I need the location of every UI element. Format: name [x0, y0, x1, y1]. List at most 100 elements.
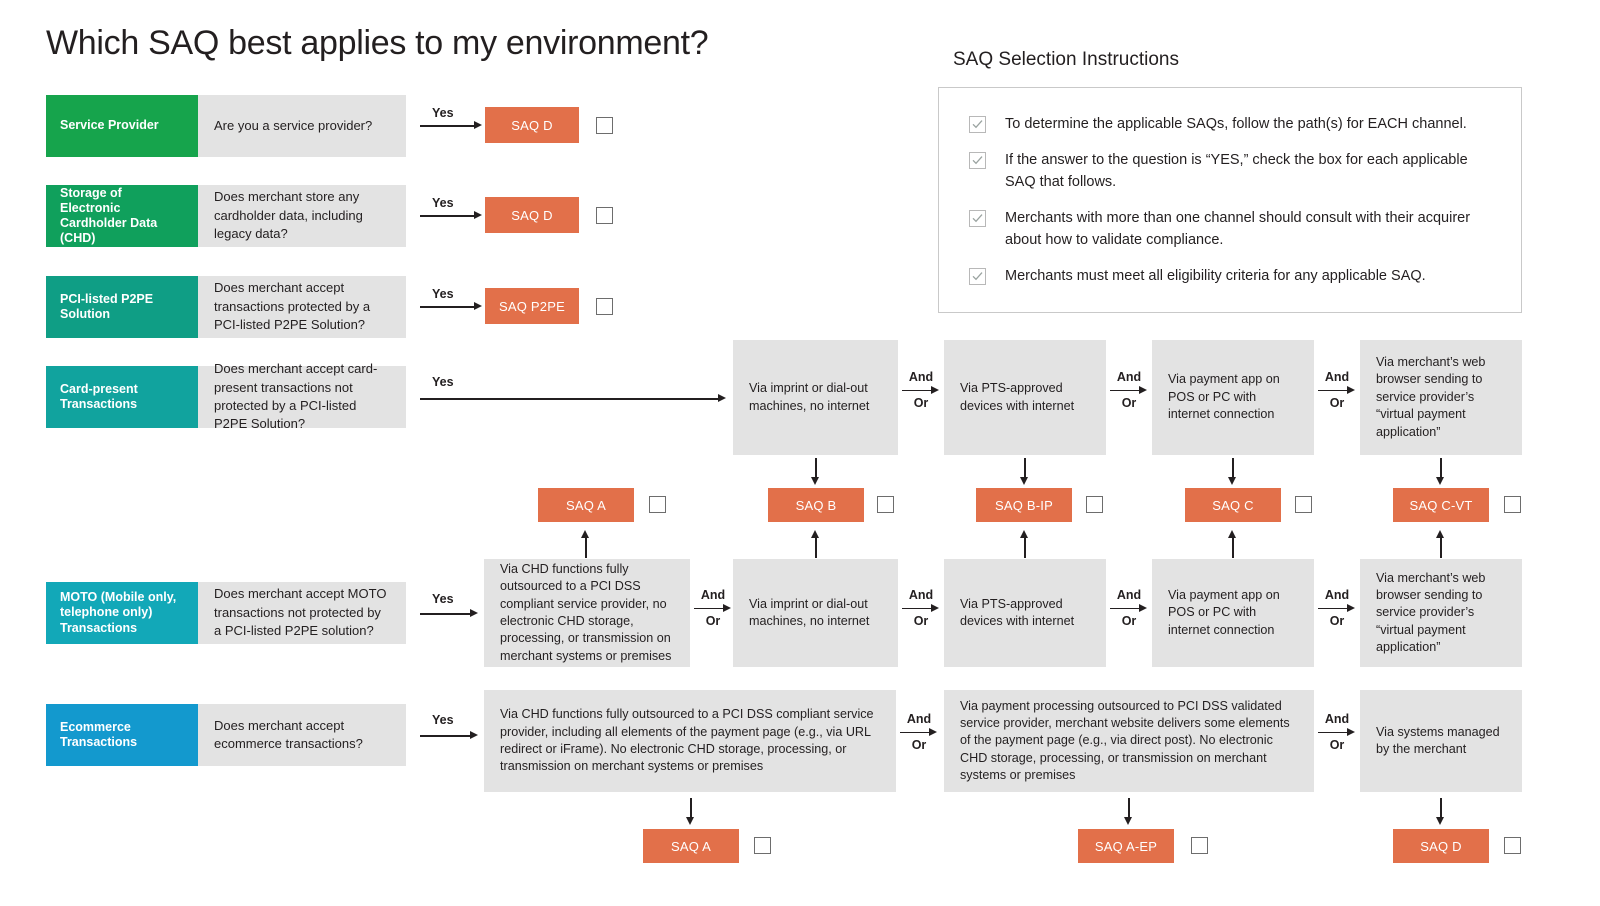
saq-checkbox[interactable]: [1086, 496, 1103, 513]
saq-chip-b[interactable]: SAQ B: [768, 488, 864, 522]
and-or-connector: And Or: [1106, 370, 1152, 411]
connector-arrow: [898, 603, 944, 615]
channel-question-card-present: Does merchant accept card-present transa…: [198, 361, 406, 431]
saq-chip-label: SAQ C-VT: [1409, 497, 1473, 513]
yes-label: Yes: [432, 375, 454, 389]
channel-badge-label: Ecommerce Transactions: [60, 719, 138, 749]
connector-arrow: [1106, 385, 1152, 397]
channel-question-label: Does merchant accept ecommerce transacti…: [214, 717, 363, 751]
up-arrow-head: [1228, 530, 1236, 538]
and-or-connector: And Or: [690, 588, 736, 629]
up-arrow-shaft: [815, 536, 817, 558]
connector-arrow: [896, 727, 942, 739]
saq-chip-d-bottom[interactable]: SAQ D: [1393, 829, 1489, 863]
saq-checkbox[interactable]: [877, 496, 894, 513]
channel-question-label: Does merchant accept MOTO transactions n…: [214, 586, 387, 639]
instruction-item: If the answer to the question is “YES,” …: [969, 150, 1495, 193]
and-or-connector: And Or: [898, 588, 944, 629]
saq-checkbox[interactable]: [1504, 496, 1521, 513]
yes-arrow-head: [474, 302, 482, 310]
option-text: Via merchant’s web browser sending to se…: [1376, 570, 1486, 655]
saq-checkbox[interactable]: [596, 117, 613, 134]
saq-checkbox[interactable]: [649, 496, 666, 513]
checkmark-icon[interactable]: [969, 152, 986, 170]
saq-chip-a-middle[interactable]: SAQ A: [538, 488, 634, 522]
channel-question-service-provider: Are you a service provider?: [198, 95, 406, 157]
down-arrow-shaft: [1024, 458, 1026, 480]
saq-chip-c-vt[interactable]: SAQ C-VT: [1393, 488, 1489, 522]
saq-chip-d-chd-storage[interactable]: SAQ D: [485, 197, 579, 233]
or-label: Or: [1329, 395, 1345, 410]
and-label: And: [1324, 588, 1350, 602]
down-arrow-head: [1436, 477, 1444, 485]
checkmark-icon[interactable]: [969, 116, 986, 133]
channel-question-moto: Does merchant accept MOTO transactions n…: [198, 582, 406, 644]
saq-checkbox[interactable]: [596, 298, 613, 315]
channel-question-label: Does merchant accept card-present transa…: [214, 361, 378, 432]
page-title: Which SAQ best applies to my environment…: [46, 24, 709, 62]
instructions-panel: To determine the applicable SAQs, follow…: [938, 87, 1522, 313]
yes-arrow-shaft: [420, 735, 472, 737]
saq-chip-a-bottom[interactable]: SAQ A: [643, 829, 739, 863]
saq-chip-p2pe[interactable]: SAQ P2PE: [485, 288, 579, 324]
yes-arrow-shaft: [420, 125, 476, 127]
saq-checkbox[interactable]: [596, 207, 613, 224]
and-label: And: [908, 588, 934, 602]
saq-chip-d-service-provider[interactable]: SAQ D: [485, 107, 579, 143]
channel-question-ecommerce: Does merchant accept ecommerce transacti…: [198, 704, 406, 766]
down-arrow-head: [1020, 477, 1028, 485]
channel-badge-label: Service Provider: [60, 118, 159, 133]
channel-question-label: Are you a service provider?: [214, 117, 373, 133]
yes-arrow-shaft: [420, 398, 720, 400]
checkmark-icon[interactable]: [969, 268, 986, 286]
saq-chip-label: SAQ D: [511, 207, 553, 223]
saq-checkbox[interactable]: [1504, 837, 1521, 854]
up-arrow-head: [811, 530, 819, 538]
down-arrow-head: [1124, 817, 1132, 825]
or-label: Or: [705, 613, 721, 628]
option-text: Via imprint or dial-out machines, no int…: [749, 596, 870, 628]
yes-arrow-shaft: [420, 306, 476, 308]
saq-chip-label: SAQ A-EP: [1094, 838, 1158, 854]
saq-checkbox[interactable]: [754, 837, 771, 854]
yes-arrow-head: [718, 394, 726, 402]
channel-badge-chd-storage: Storage of Electronic Cardholder Data (C…: [46, 185, 198, 247]
down-arrow-head: [1436, 817, 1444, 825]
and-or-connector: And Or: [1106, 588, 1152, 629]
saq-chip-c[interactable]: SAQ C: [1185, 488, 1281, 522]
yes-arrow-head: [470, 609, 478, 617]
saq-chip-label: SAQ P2PE: [499, 298, 565, 314]
and-label: And: [1116, 588, 1142, 602]
channel-badge-p2pe: PCI-listed P2PE Solution: [46, 276, 198, 338]
saq-checkbox[interactable]: [1191, 837, 1208, 854]
connector-arrow: [1314, 727, 1360, 739]
option-text: Via payment processing outsourced to PCI…: [960, 698, 1290, 783]
channel-question-p2pe: Does merchant accept transactions protec…: [198, 276, 406, 338]
option-text: Via payment app on POS or PC with intern…: [1168, 587, 1280, 637]
channel-question-label: Does merchant store any cardholder data,…: [214, 189, 363, 242]
option-box-card-present-3: Via payment app on POS or PC with intern…: [1152, 340, 1314, 455]
saq-chip-b-ip[interactable]: SAQ B-IP: [976, 488, 1072, 522]
channel-badge-card-present: Card-present Transactions: [46, 366, 198, 428]
saq-chip-a-ep[interactable]: SAQ A-EP: [1078, 829, 1174, 863]
yes-label: Yes: [432, 196, 454, 210]
checkmark-icon[interactable]: [969, 210, 986, 228]
instruction-text: If the answer to the question is “YES,” …: [1005, 152, 1468, 190]
option-text: Via imprint or dial-out machines, no int…: [749, 381, 870, 413]
saq-chip-label: SAQ A: [565, 497, 607, 513]
saq-chip-label: SAQ A: [670, 838, 712, 854]
option-text: Via CHD functions fully outsourced to a …: [500, 561, 672, 663]
saq-checkbox[interactable]: [1295, 496, 1312, 513]
option-box-card-present-2: Via PTS-approved devices with internet: [944, 340, 1106, 455]
connector-arrow: [690, 603, 736, 615]
and-or-connector: And Or: [1314, 712, 1360, 753]
or-label: Or: [1121, 613, 1137, 628]
yes-label: Yes: [432, 592, 454, 606]
instruction-item: To determine the applicable SAQs, follow…: [969, 114, 1495, 135]
option-box-moto-5: Via merchant’s web browser sending to se…: [1360, 559, 1522, 667]
channel-question-label: Does merchant accept transactions protec…: [214, 280, 371, 333]
down-arrow-shaft: [815, 458, 817, 480]
yes-arrow-head: [474, 121, 482, 129]
or-label: Or: [1329, 613, 1345, 628]
and-label: And: [1324, 370, 1350, 384]
